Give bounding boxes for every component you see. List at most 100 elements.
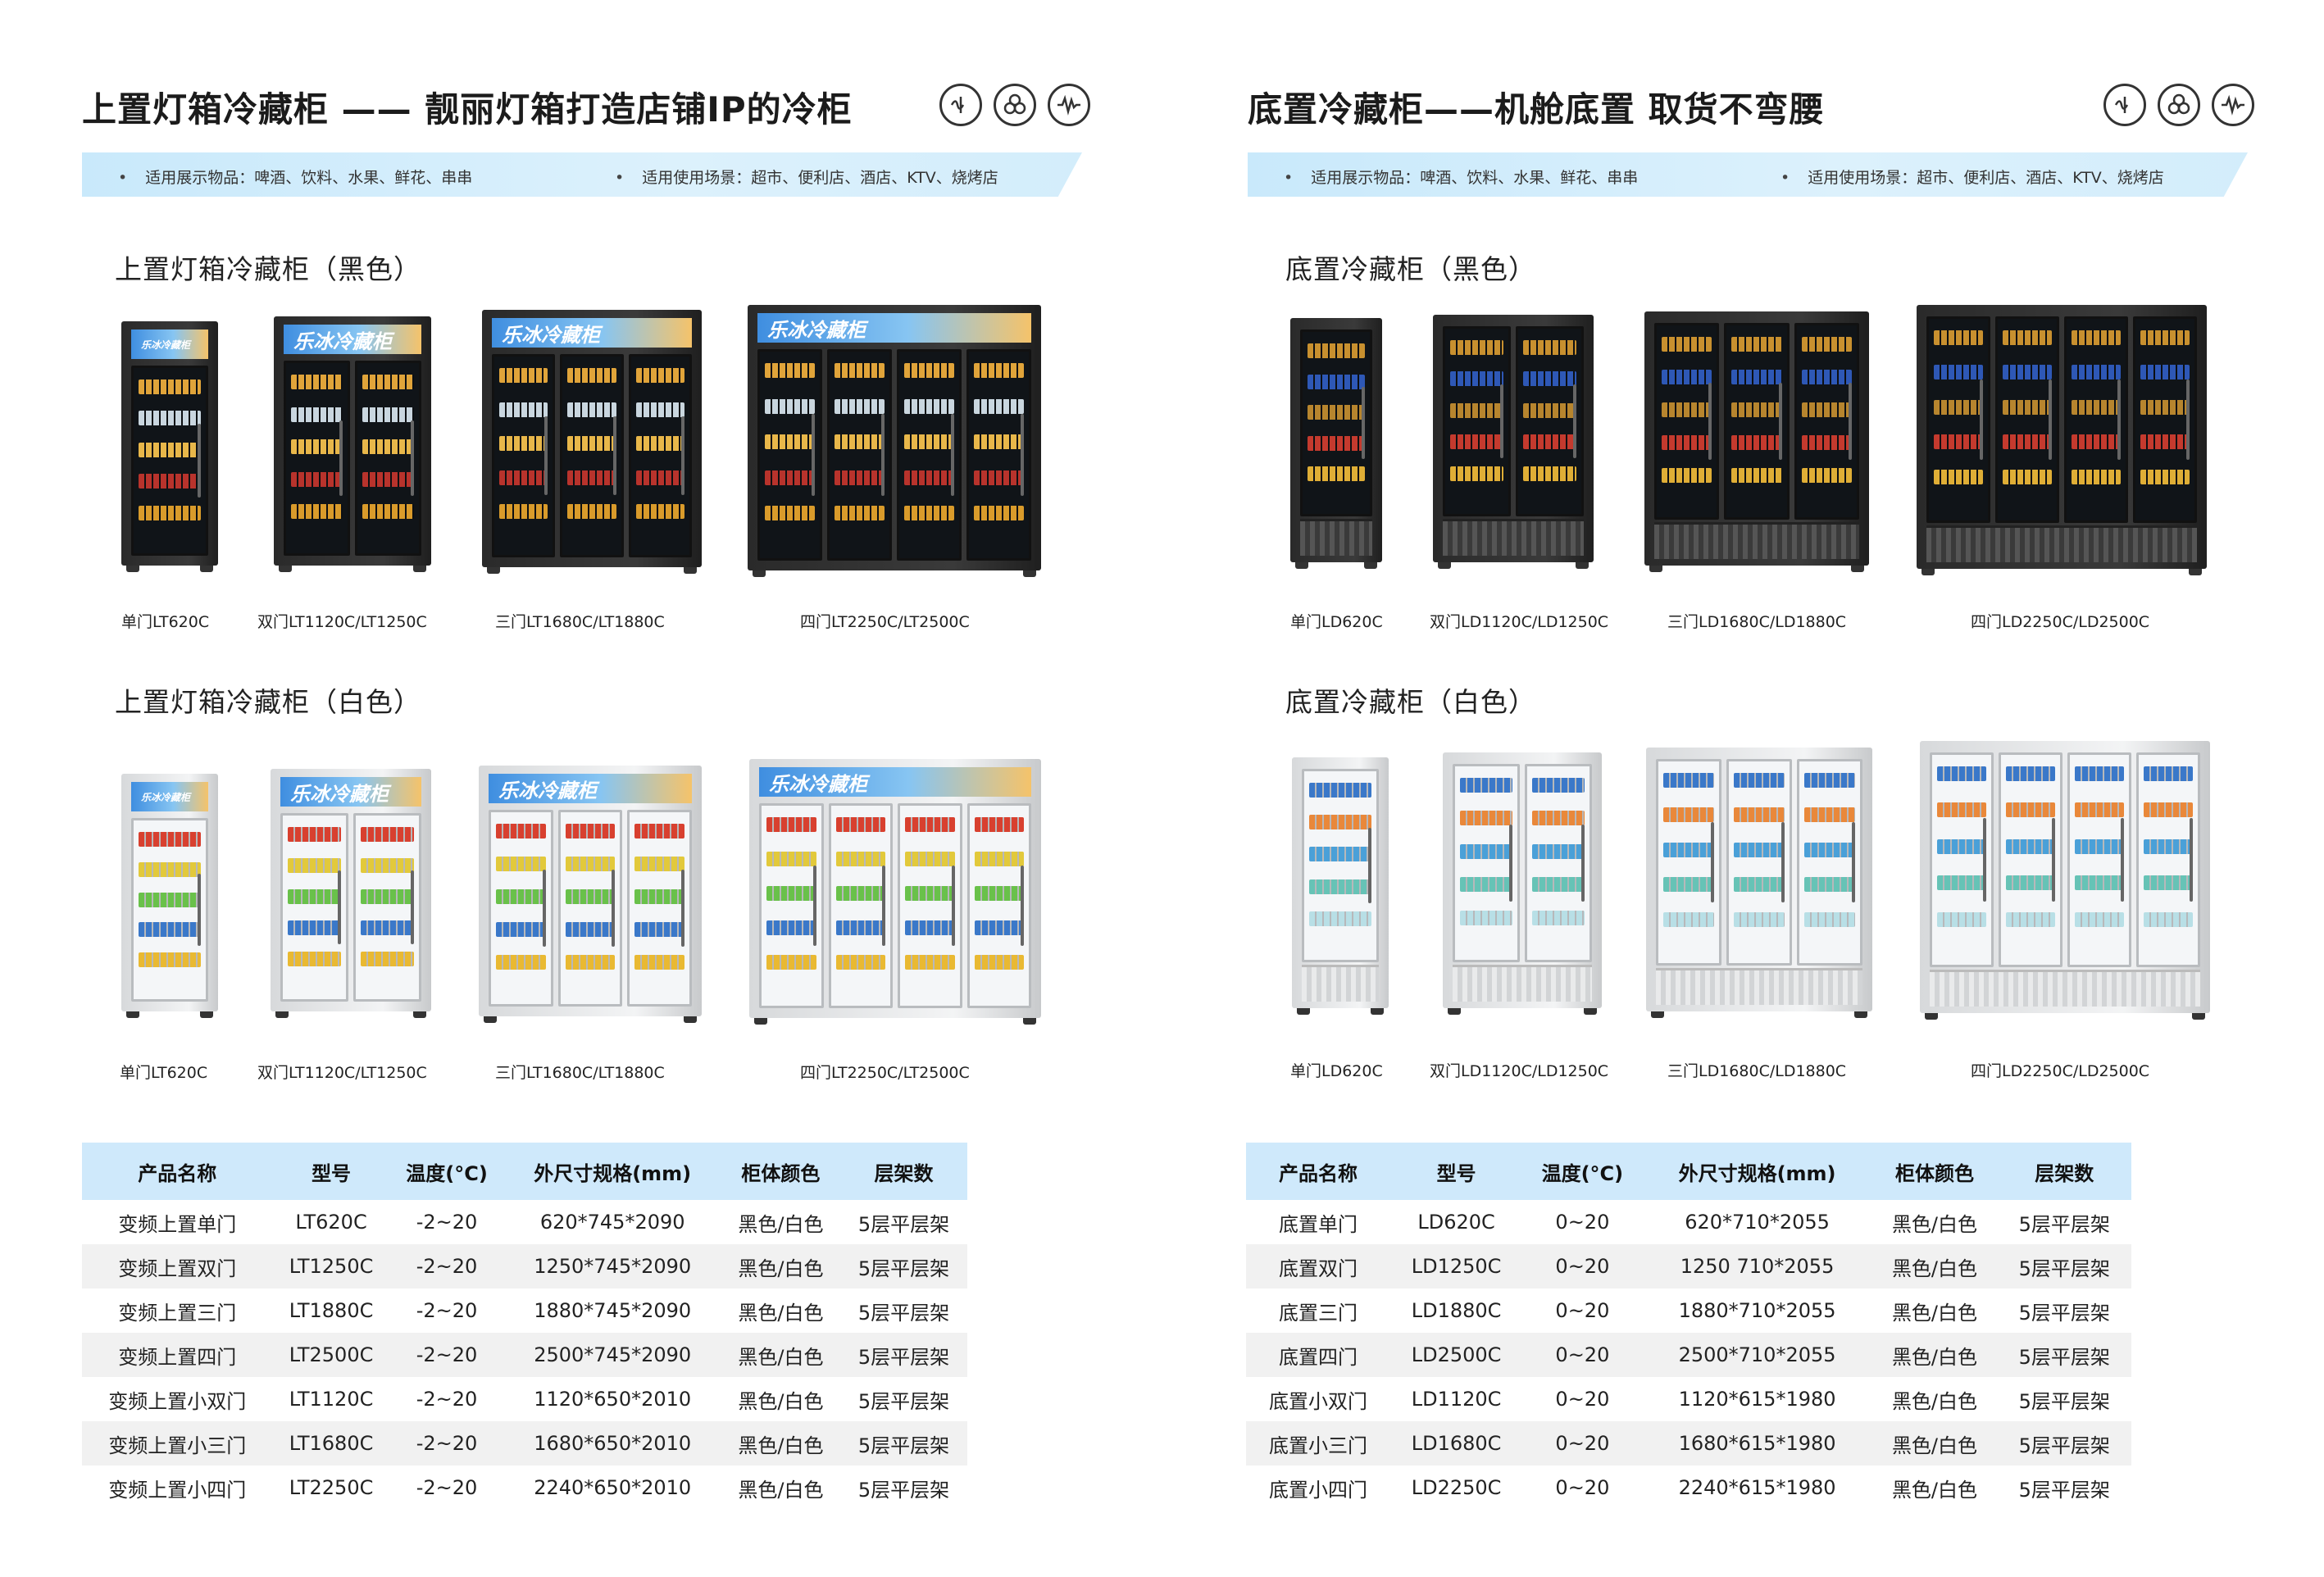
door-handle [411, 870, 414, 944]
cabinet-feet [279, 566, 426, 572]
shelf-products [2144, 838, 2193, 854]
shelf-products [1934, 365, 1983, 380]
shelf-products [139, 505, 201, 520]
shelf-products [1663, 911, 1714, 927]
shelf-products [974, 434, 1024, 450]
lightbox-brand: 乐冰冷藏柜 [293, 329, 392, 353]
table-cell: 0~20 [1555, 1211, 1610, 1234]
table-cell: 黑色/白色 [721, 1244, 840, 1288]
black-section-title: 底置冷藏柜（黑色） [1285, 253, 1536, 285]
door-handle [338, 870, 341, 944]
shelf-products [1804, 877, 1855, 893]
shelf-products [1450, 340, 1503, 355]
shelf-products [1308, 374, 1365, 389]
cabinet-feet [753, 570, 1036, 577]
door-handle [2052, 817, 2055, 902]
shelf-products [361, 889, 414, 904]
shelf-products [2003, 365, 2052, 380]
table-cell: 5层平层架 [1997, 1421, 2131, 1466]
table-cell: -2~20 [416, 1388, 478, 1411]
door-handle [1581, 824, 1585, 902]
door-row [1926, 316, 2197, 523]
shelf-products [1934, 330, 1983, 345]
foot [487, 567, 500, 574]
shelf-products [835, 470, 885, 485]
shelf-products [974, 817, 1024, 832]
door-handle [680, 416, 684, 496]
foot [684, 567, 697, 574]
foot [1364, 562, 1377, 569]
table-cell: 5层平层架 [857, 1301, 950, 1325]
shelf-products [1801, 370, 1852, 384]
glass-door [966, 349, 1031, 561]
lightbox-panel: 乐冰冷藏柜 [131, 329, 208, 359]
fridge-ld1880c-white [1646, 748, 1872, 1018]
shelf-products [291, 407, 343, 422]
table-header-cell: 层架数 [839, 1143, 967, 1200]
shelf-products [2140, 434, 2190, 450]
table-cell: 2240*650*2010 [534, 1476, 692, 1499]
shelf-products [2075, 911, 2124, 927]
shelf-products [496, 955, 546, 970]
shelf-products [567, 436, 616, 452]
white-section-title: 上置灯箱冷藏柜（白色） [115, 686, 421, 718]
table-cell: 黑色/白色 [738, 1301, 824, 1325]
lightbox-panel: 乐冰冷藏柜 [280, 777, 421, 807]
table-cell: 黑色/白色 [738, 1212, 824, 1236]
table-cell: LD1880C [1411, 1299, 1502, 1322]
table-cell: 黑色/白色 [721, 1421, 840, 1466]
table-cell: 5层平层架 [2018, 1389, 2110, 1413]
shelf-products [567, 470, 616, 485]
caption-black-2: 双门LD1120C/LD1250C [1430, 613, 1609, 631]
fridge-lt1880c-white: 乐冰冷藏柜 [479, 766, 702, 1023]
shelf-products [565, 922, 616, 937]
shelf-products [288, 920, 341, 935]
shelf-products [1804, 911, 1855, 927]
shelf-products [1309, 783, 1371, 798]
glass-door [827, 349, 892, 561]
shelf-products [1662, 402, 1712, 417]
lightbox-brand: 乐冰冷藏柜 [141, 791, 191, 803]
table-header-cell: 外尺寸规格(mm) [1642, 1143, 1872, 1200]
shelf-products [2075, 802, 2124, 818]
shelf-products [1731, 468, 1782, 483]
lightbox-brand: 乐冰冷藏柜 [290, 782, 389, 806]
shelf-products [835, 955, 885, 970]
shelf-products [835, 852, 885, 866]
shelf-products [1734, 842, 1785, 857]
foot [200, 566, 213, 572]
table-header-cell: 柜体颜色 [721, 1143, 840, 1200]
cabinet-feet [1925, 1013, 2205, 1020]
shelf-products [1460, 811, 1512, 826]
door-handle [1852, 821, 1855, 903]
door-handle [1573, 384, 1576, 459]
table-cell: LT1250C [272, 1244, 390, 1288]
table-cell: 0~20 [1555, 1299, 1610, 1322]
glass-door [757, 349, 822, 561]
shelf-products [1734, 807, 1785, 823]
shelf-products [1308, 343, 1365, 358]
shelf-products [1934, 434, 1983, 450]
glass-door [2136, 752, 2200, 967]
shelf-products [499, 368, 548, 383]
table-cell: 5层平层架 [2018, 1212, 2110, 1236]
table-cell: -2~20 [389, 1333, 504, 1377]
glass-door [355, 361, 421, 556]
shelf-products [2006, 766, 2055, 781]
foot [1851, 566, 1864, 572]
door-handle [1711, 821, 1714, 903]
shelf-products [1309, 879, 1371, 894]
table-cell: 5层平层架 [2018, 1478, 2110, 1502]
shelf-products [905, 920, 955, 935]
caption-black-3: 三门LT1680C/LT1880C [495, 613, 665, 631]
shelf-products [1734, 877, 1785, 893]
table-header-cell: 型号 [272, 1143, 390, 1200]
table-cell: -2~20 [389, 1421, 504, 1466]
glass-door [353, 813, 421, 1002]
foot [1295, 562, 1308, 569]
table-cell: 黑色/白色 [1891, 1389, 1978, 1413]
shelf-products [1937, 911, 1986, 927]
white-section-title: 底置冷藏柜（白色） [1285, 686, 1536, 718]
